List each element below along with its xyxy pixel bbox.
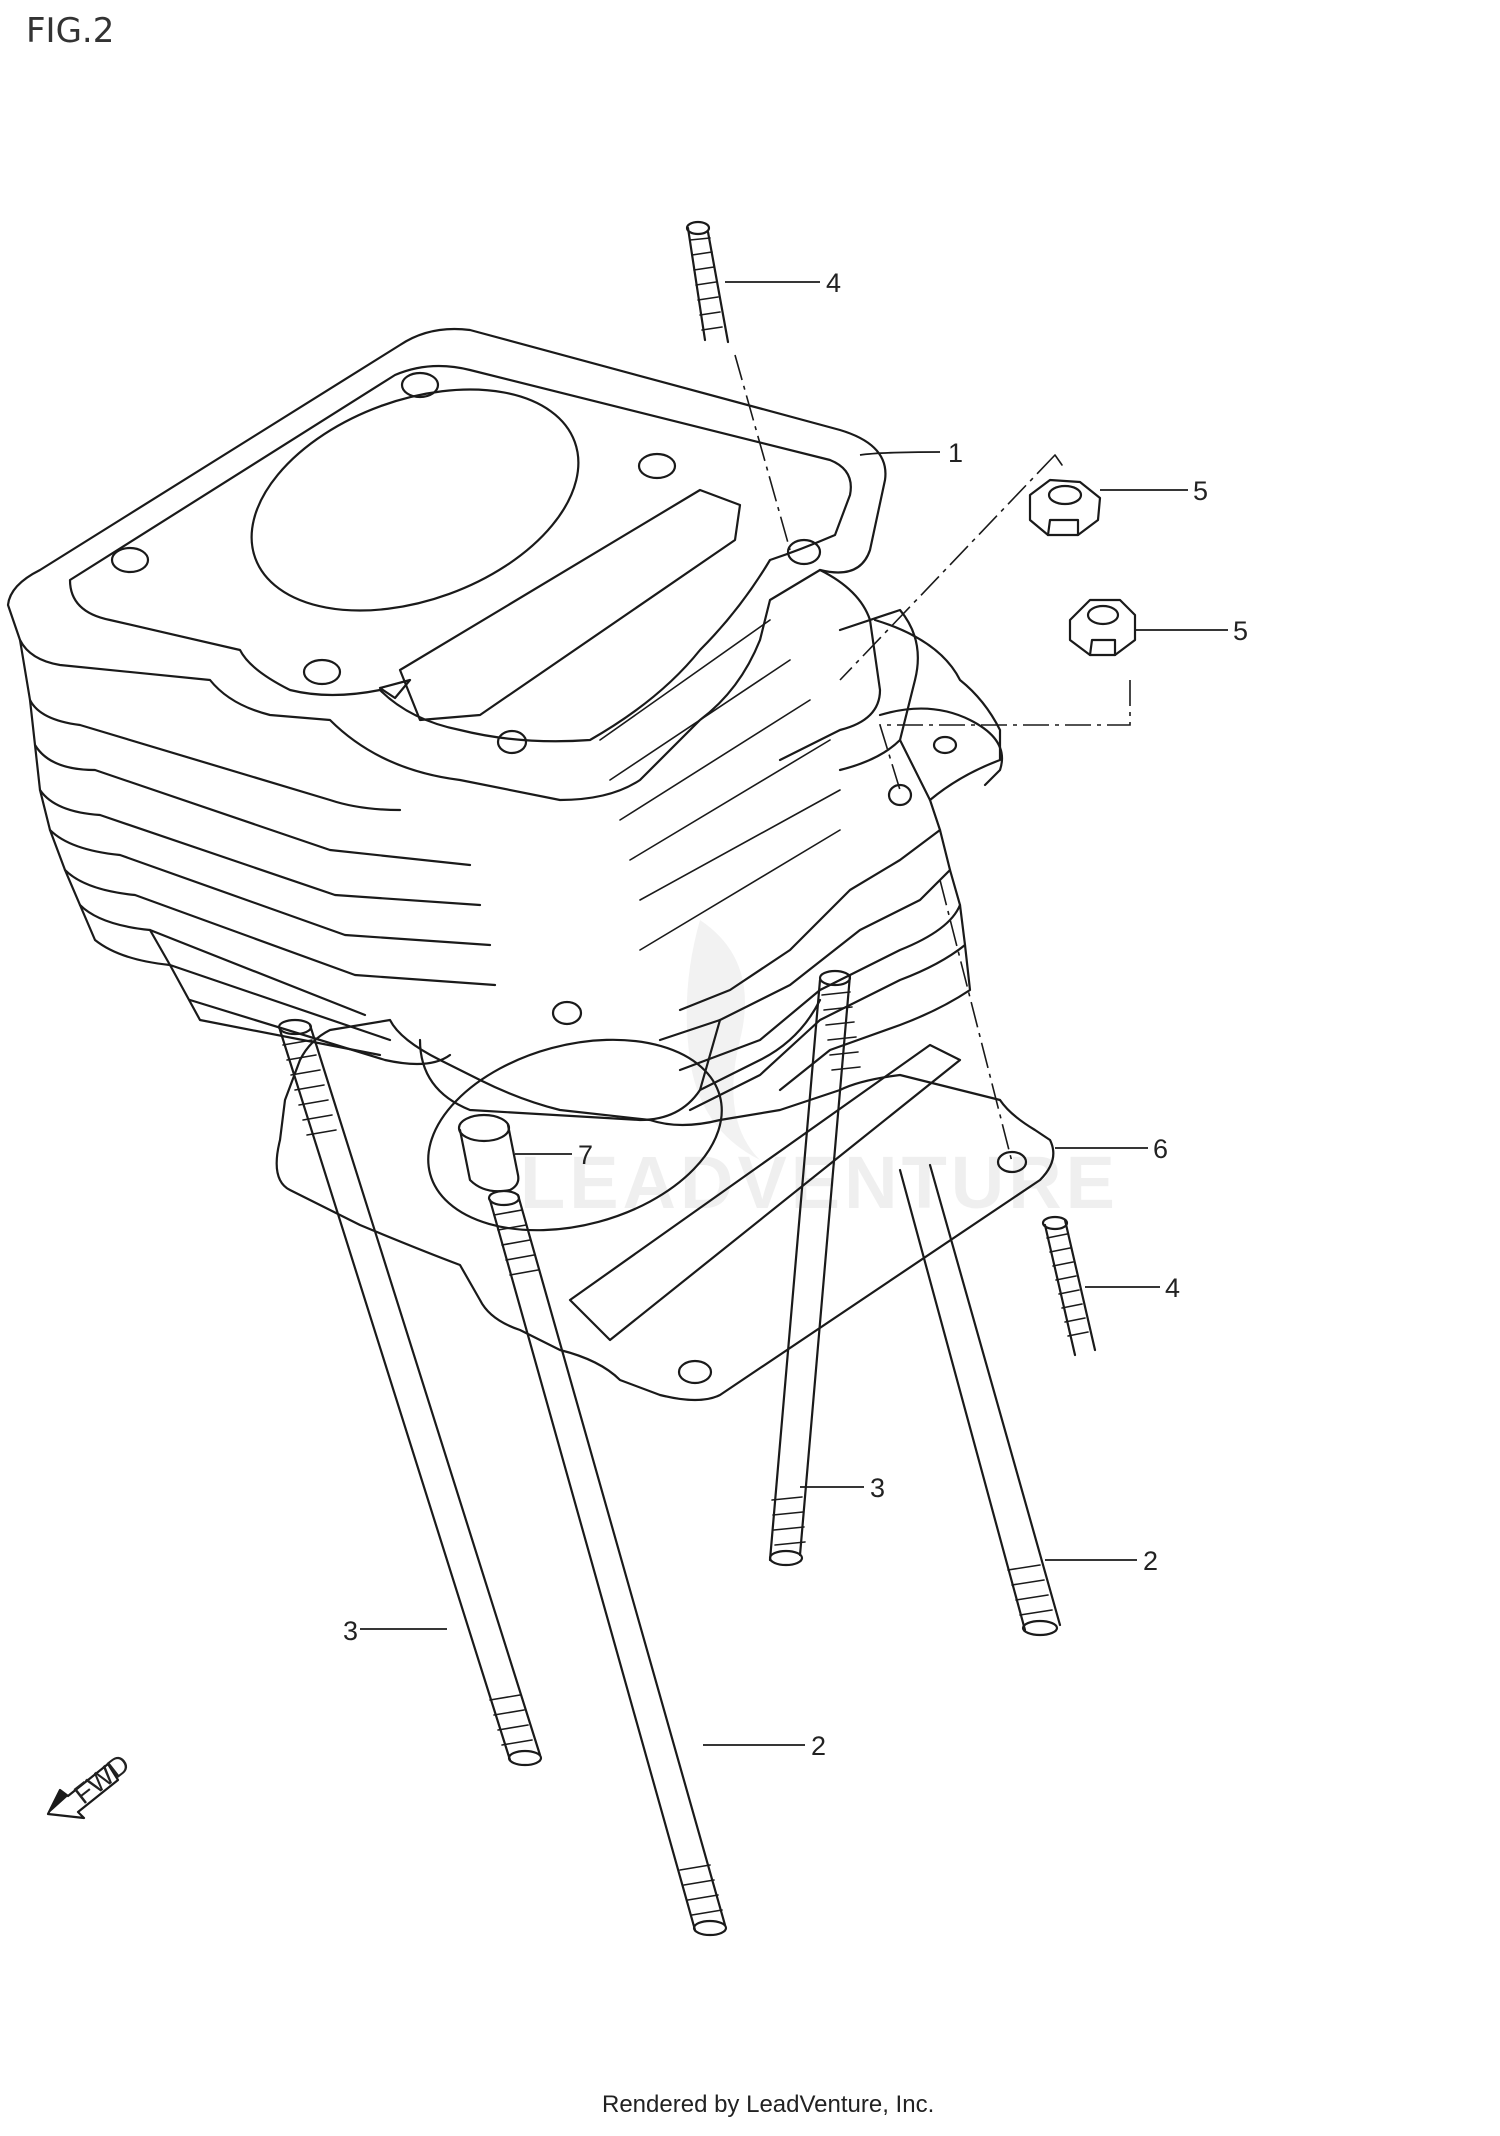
callout-5-upper: 5 [1193, 476, 1208, 506]
stud-right [1041, 1215, 1097, 1357]
footer-credit: Rendered by LeadVenture, Inc. [602, 2091, 934, 2118]
flange-nut-upper [1028, 478, 1102, 537]
callout-4-right: 4 [1165, 1273, 1180, 1303]
stud-rear-right [898, 1163, 1062, 1637]
assembly-lines [734, 354, 1131, 1163]
watermark-text: LEADVENTURE [520, 1141, 1119, 1224]
stud-long-front [487, 1189, 728, 1937]
fwd-label: FWD [68, 1748, 135, 1809]
flange-nut-lower [1068, 598, 1137, 657]
callout-4-top: 4 [826, 268, 841, 298]
callout-6: 6 [1153, 1134, 1168, 1164]
figure-title: FIG.2 [26, 11, 114, 51]
fwd-arrow-icon: FWD [46, 1748, 135, 1820]
callout-5-lower: 5 [1233, 616, 1248, 646]
callout-3-left: 3 [343, 1616, 358, 1646]
callout-1: 1 [948, 438, 963, 468]
callout-2-front: 2 [811, 1731, 826, 1761]
callout-7: 7 [578, 1140, 593, 1170]
watermark: LEADVENTURE [520, 920, 1119, 1224]
callouts: 4 1 5 5 6 7 4 3 2 3 2 [343, 268, 1248, 1761]
stud-rear-center [768, 969, 861, 1567]
callout-3-center: 3 [870, 1473, 885, 1503]
stud-top [685, 220, 730, 344]
cylinder-base-gasket [275, 1018, 1055, 1402]
stud-long-left [277, 1018, 543, 1767]
dowel-pin [457, 1113, 520, 1193]
callout-2-right: 2 [1143, 1546, 1158, 1576]
cylinder [6, 327, 1004, 1122]
